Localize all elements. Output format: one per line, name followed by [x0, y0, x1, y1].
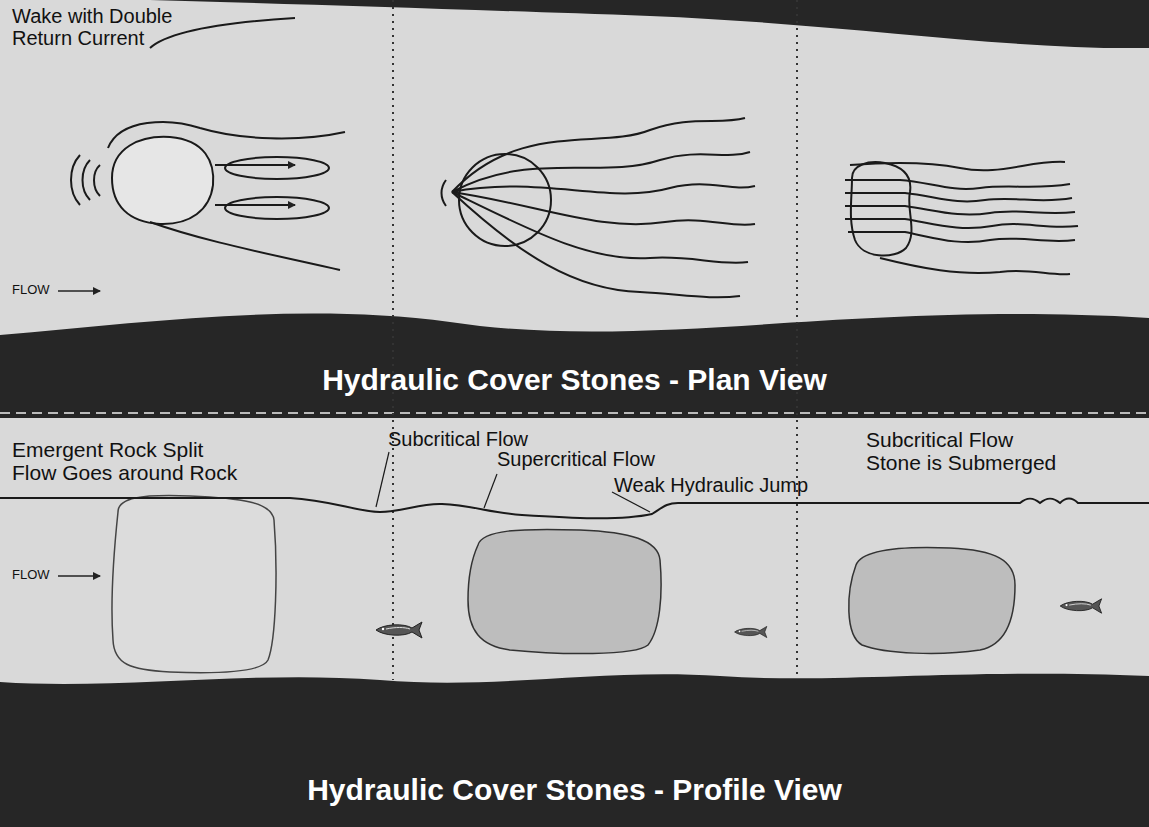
flow-label: FLOW [12, 568, 50, 582]
emergent-rock-profile [112, 496, 276, 673]
plan-lower-bank [0, 314, 1149, 418]
flow-regime-label: Supercritical Flow [497, 448, 655, 470]
rock-note: Emergent Rock Split Flow Goes around Roc… [12, 438, 244, 484]
overtopped-rock-profile [468, 529, 661, 653]
flow-label: FLOW [12, 283, 50, 297]
overtopped-rock-plan [442, 118, 756, 297]
section-line [392, 0, 394, 680]
streambed [0, 674, 1149, 827]
flow-arrow [58, 575, 100, 577]
flow-regime-label: Subcritical Flow [388, 428, 528, 450]
fish [1060, 599, 1101, 613]
top-bank [0, 0, 1149, 48]
jump-label: Weak Hydraulic Jump [614, 474, 808, 496]
submerged-rock-plan [845, 162, 1078, 275]
fish [376, 622, 422, 638]
panel-title: Hydraulic Cover Stones - Plan View [322, 363, 827, 396]
submerged-rock-profile [849, 548, 1015, 654]
panel-title: Hydraulic Cover Stones - Profile View [307, 773, 842, 806]
section-line [796, 0, 798, 680]
wake-label: Wake with Double Return Current [12, 5, 190, 49]
panel-divider [0, 412, 1149, 414]
rock-note: Subcritical Flow Stone is Submerged [866, 428, 1071, 474]
emergent-rock-plan [71, 18, 345, 270]
title-band: Hydraulic Cover Stones - Plan View [0, 362, 1149, 398]
title-band: Hydraulic Cover Stones - Profile View [0, 772, 1149, 808]
water-surface [0, 498, 1149, 518]
fish [735, 626, 767, 637]
flow-arrow [58, 290, 100, 292]
